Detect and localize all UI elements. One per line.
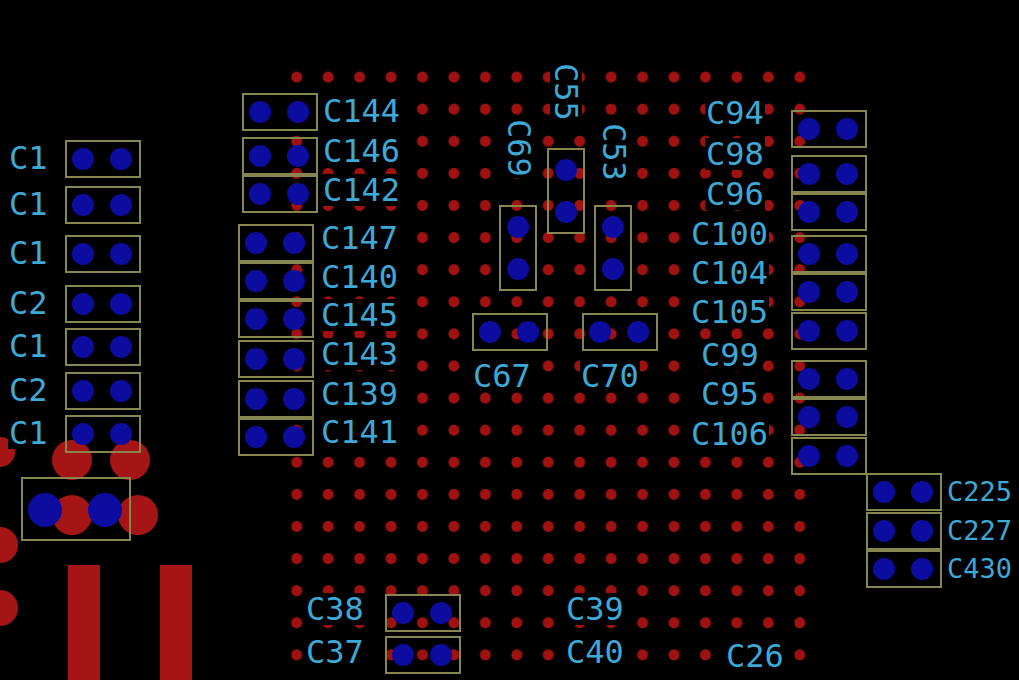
reference-designator: C94 — [705, 97, 765, 129]
reference-designator: C40 — [565, 636, 625, 668]
reference-designator: C2 — [8, 287, 49, 319]
reference-designator: C69 — [503, 118, 535, 178]
reference-designator: C1 — [8, 237, 49, 269]
reference-designator: C39 — [565, 593, 625, 625]
reference-designator: C139 — [320, 378, 399, 410]
reference-designator: C140 — [320, 261, 399, 293]
reference-designator: C95 — [700, 378, 760, 410]
reference-designator: C100 — [690, 218, 769, 250]
power-pads — [0, 437, 192, 680]
reference-designator: C225 — [946, 478, 1013, 505]
reference-designator: C55 — [550, 62, 582, 122]
reference-designator: C143 — [320, 338, 399, 370]
capacitor-footprints — [66, 94, 941, 673]
reference-designator: C70 — [580, 360, 640, 392]
reference-designator: C144 — [322, 95, 401, 127]
reference-designator: C146 — [322, 135, 401, 167]
reference-designator: C142 — [322, 174, 401, 206]
reference-designator: C1 — [8, 330, 49, 362]
reference-designator: C430 — [946, 555, 1013, 582]
reference-designator: C141 — [320, 416, 399, 448]
reference-designator: C26 — [725, 640, 785, 672]
reference-designator: C96 — [705, 178, 765, 210]
reference-designator: C53 — [598, 122, 630, 182]
reference-designator: C106 — [690, 418, 769, 450]
reference-designator: C98 — [705, 138, 765, 170]
reference-designator: C104 — [690, 257, 769, 289]
reference-designator: C2 — [8, 374, 49, 406]
reference-designator: C105 — [690, 296, 769, 328]
reference-designator: C1 — [8, 417, 49, 449]
reference-designator: C99 — [700, 339, 760, 371]
reference-designator: C1 — [8, 142, 49, 174]
reference-designator: C227 — [946, 517, 1013, 544]
reference-designator: C145 — [320, 299, 399, 331]
via-grid — [281, 61, 816, 672]
reference-designator: C1 — [8, 188, 49, 220]
reference-designator: C37 — [305, 636, 365, 668]
reference-designator: C38 — [305, 593, 365, 625]
reference-designator: C147 — [320, 222, 399, 254]
reference-designator: C67 — [472, 360, 532, 392]
